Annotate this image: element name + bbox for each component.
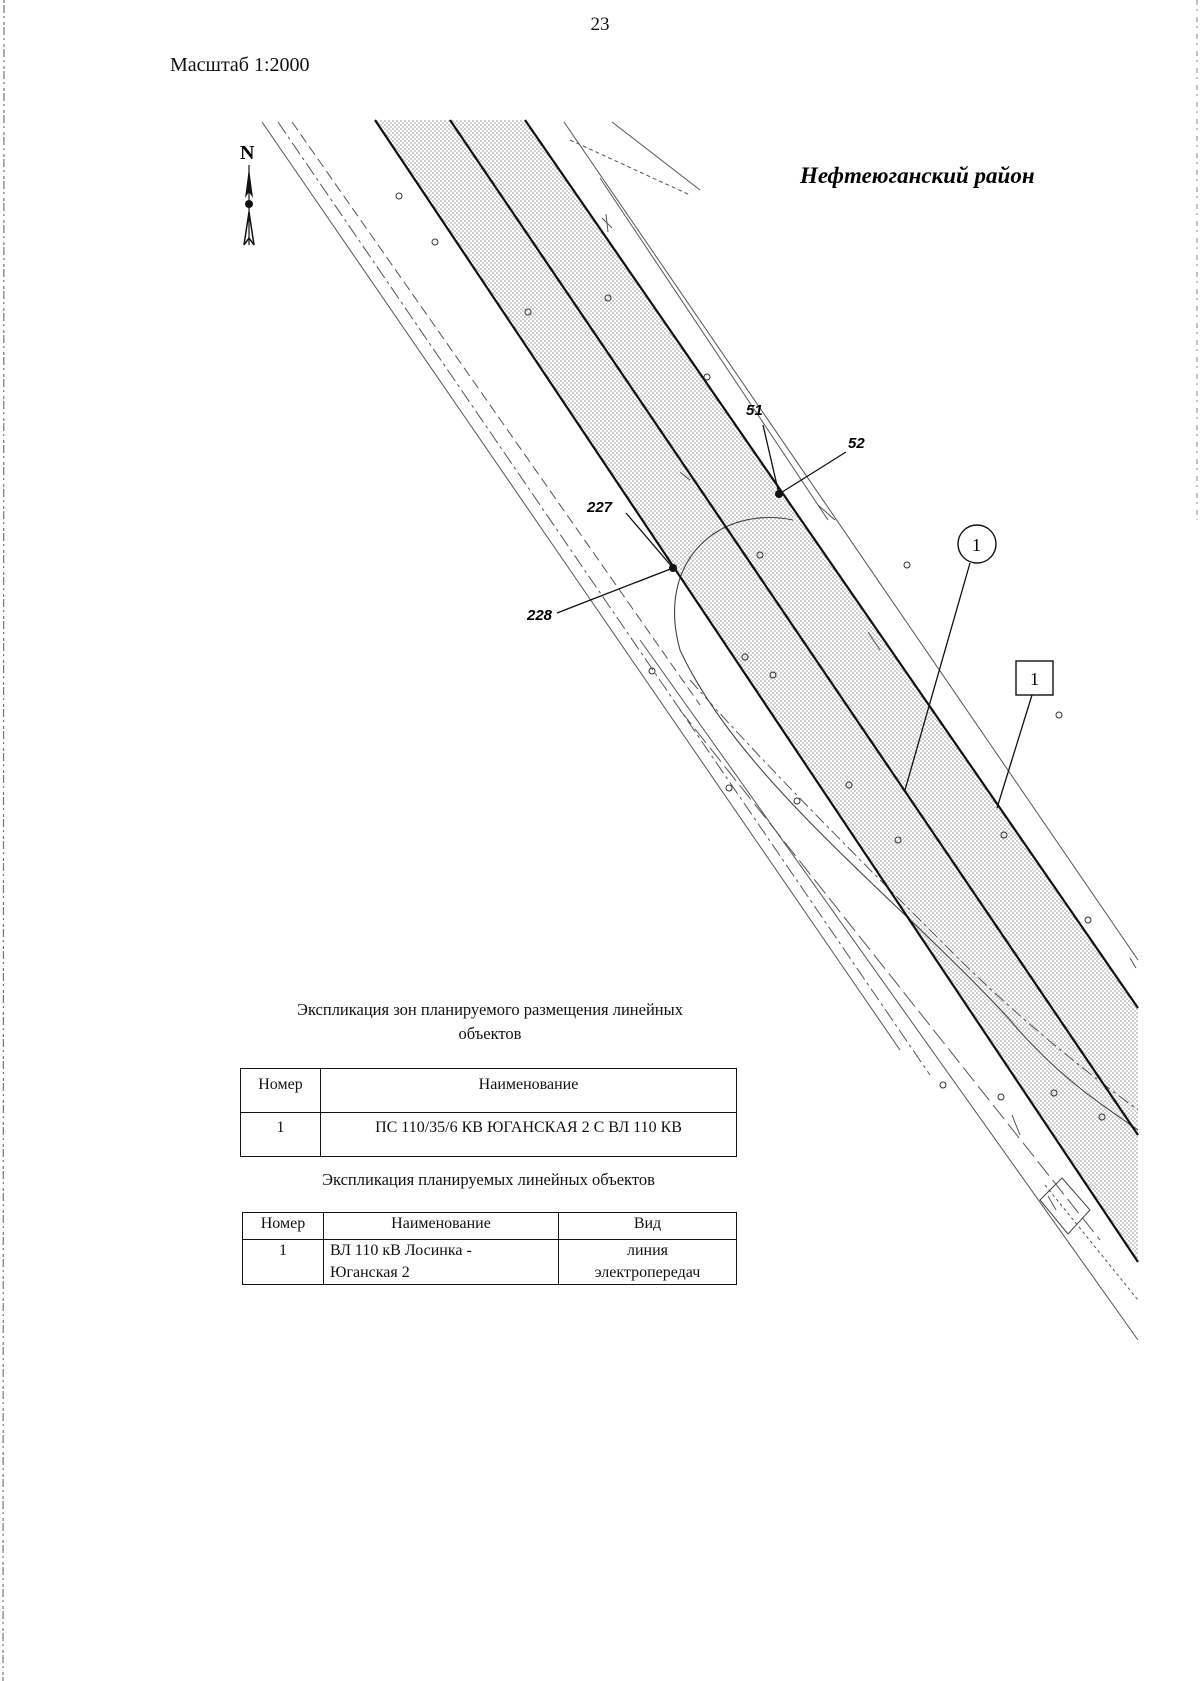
point-228-label: 228 — [526, 607, 553, 624]
point-51-label: 51 — [746, 402, 763, 419]
survey-markers — [395, 192, 1106, 1121]
zones-explication: Экспликация зон планируемого размещения … — [240, 998, 740, 1157]
table-row: 1 ПС 110/35/6 КВ ЮГАНСКАЯ 2 С ВЛ 110 КВ — [240, 1112, 737, 1157]
zones-explication-title: Экспликация зон планируемого размещения … — [297, 1000, 683, 1043]
zones-header-number: Номер — [240, 1068, 321, 1113]
svg-text:1: 1 — [972, 535, 981, 555]
zones-header-name: Наименование — [320, 1068, 737, 1113]
zones-cell-number: 1 — [240, 1112, 321, 1157]
point-227-label: 227 — [586, 499, 613, 516]
table-row: 1 ВЛ 110 кВ Лосинка - Юганская 2 линия э… — [242, 1239, 737, 1285]
parallel-thin-lines — [261, 121, 1139, 1341]
region-label: Нефтеюганский район — [799, 163, 1035, 188]
zone-boundary-arc — [674, 517, 1139, 1131]
page-number: 23 — [590, 14, 610, 35]
objects-header-kind: Вид — [558, 1212, 737, 1240]
objects-cell-kind: линия электропередач — [558, 1239, 737, 1285]
structure-outline — [1039, 1177, 1091, 1235]
scan-edge-right — [1196, 0, 1198, 520]
svg-text:1: 1 — [1030, 669, 1039, 689]
scale-label: Масштаб 1:2000 — [170, 54, 310, 76]
objects-header-number: Номер — [242, 1212, 324, 1240]
objects-cell-number: 1 — [242, 1239, 324, 1285]
road-curve — [689, 679, 1139, 1111]
point-227-marker[interactable] — [669, 564, 677, 572]
terrain-symbols — [601, 213, 1137, 1211]
zone-callout[interactable]: 1 — [904, 524, 997, 791]
scan-edge-left — [2, 0, 5, 1681]
objects-table: Номер Наименование Вид 1 ВЛ 110 кВ Лосин… — [242, 1212, 737, 1285]
zones-cell-name: ПС 110/35/6 КВ ЮГАНСКАЯ 2 С ВЛ 110 КВ — [320, 1112, 737, 1157]
point-52-marker[interactable] — [775, 490, 783, 498]
svg-text:N: N — [240, 142, 255, 164]
objects-cell-name: ВЛ 110 кВ Лосинка - Юганская 2 — [323, 1239, 559, 1285]
objects-explication-title: Экспликация планируемых линейных объекто… — [322, 1170, 655, 1189]
point-52-label: 52 — [848, 435, 865, 452]
north-arrow-icon: N — [240, 142, 255, 246]
objects-header-name: Наименование — [323, 1212, 559, 1240]
object-callout[interactable]: 1 — [996, 660, 1054, 809]
corridor-boundary-lines — [374, 119, 1139, 1263]
boundary-points[interactable]: 51 52 227 228 — [526, 402, 865, 624]
zones-table: Номер Наименование 1 ПС 110/35/6 КВ ЮГАН… — [240, 1068, 737, 1157]
